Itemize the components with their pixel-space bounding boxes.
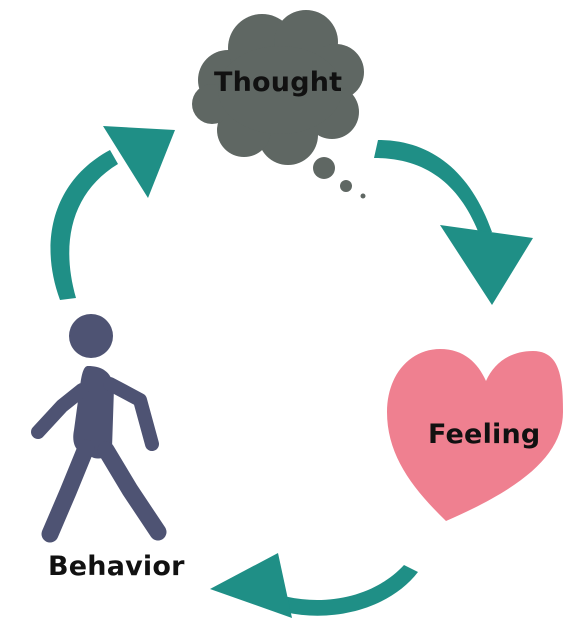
- arrow-behavior-to-thought: [50, 126, 175, 300]
- arrow-feeling-to-behavior: [210, 553, 418, 618]
- thought-cloud-icon: [192, 10, 366, 199]
- feeling-label: Feeling: [428, 419, 541, 450]
- behavior-label: Behavior: [48, 551, 185, 582]
- heart-icon: [387, 349, 563, 521]
- thought-label: Thought: [214, 67, 343, 98]
- arrow-thought-to-feeling: [374, 140, 533, 305]
- walking-person-icon: [31, 314, 167, 543]
